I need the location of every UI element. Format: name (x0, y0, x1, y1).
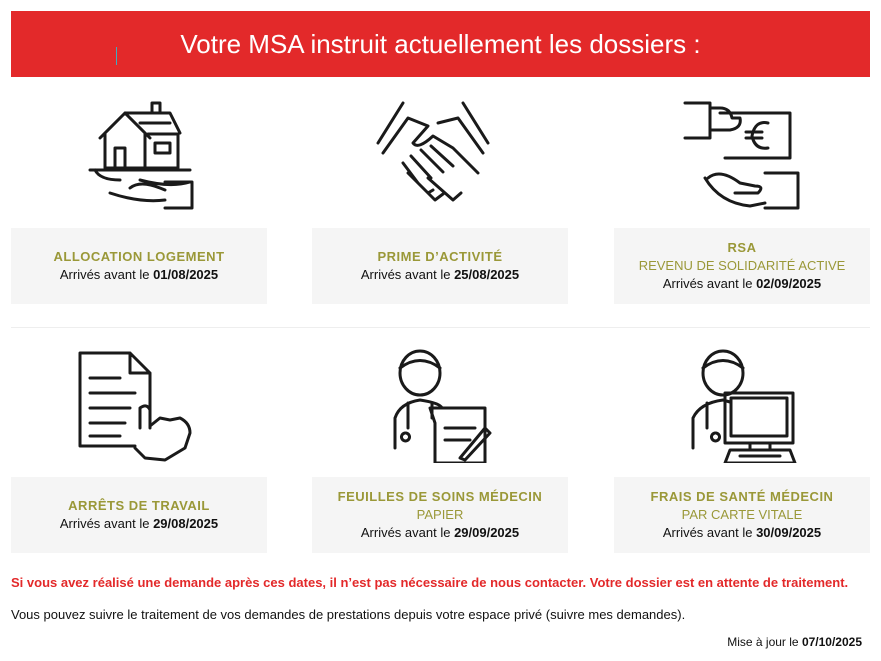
card-frais-sante: FRAIS DE SANTÉ MÉDECIN PAR CARTE VITALE … (614, 477, 870, 553)
card-date-line: Arrivés avant le 25/08/2025 (360, 267, 520, 282)
card-date-line: Arrivés avant le 02/09/2025 (662, 276, 822, 291)
doctor-paper-icon (380, 348, 500, 465)
divider (11, 327, 870, 328)
card-prime-activite: PRIME D’ACTIVITÉ Arrivés avant le 25/08/… (312, 228, 568, 304)
text-cursor (116, 47, 117, 65)
card-title: RSA (727, 240, 757, 255)
card-subtitle: PAPIER (416, 507, 464, 522)
handshake-icon (373, 98, 493, 213)
house-in-hand-icon (80, 98, 200, 213)
card-title: PRIME D’ACTIVITÉ (377, 249, 503, 264)
card-allocation-logement: ALLOCATION LOGEMENT Arrivés avant le 01/… (11, 228, 267, 304)
card-title: ARRÊTS DE TRAVAIL (68, 498, 210, 513)
card-date-line: Arrivés avant le 30/09/2025 (662, 525, 822, 540)
update-date: Mise à jour le 07/10/2025 (727, 635, 862, 649)
card-arrets-travail: ARRÊTS DE TRAVAIL Arrivés avant le 29/08… (11, 477, 267, 553)
card-date-line: Arrivés avant le 29/09/2025 (360, 525, 520, 540)
card-rsa: RSA REVENU DE SOLIDARITÉ ACTIVE Arrivés … (614, 228, 870, 304)
card-date-line: Arrivés avant le 29/08/2025 (59, 516, 219, 531)
card-subtitle: PAR CARTE VITALE (681, 507, 803, 522)
doctor-computer-icon (685, 348, 805, 465)
page-title: Votre MSA instruit actuellement les doss… (180, 28, 701, 59)
warning-text: Si vous avez réalisé une demande après c… (11, 575, 849, 590)
card-subtitle: REVENU DE SOLIDARITÉ ACTIVE (638, 258, 846, 273)
card-title: ALLOCATION LOGEMENT (53, 249, 225, 264)
document-hand-icon (75, 348, 195, 463)
card-title: FEUILLES DE SOINS MÉDECIN (337, 489, 543, 504)
card-feuilles-soins: FEUILLES DE SOINS MÉDECIN PAPIER Arrivés… (312, 477, 568, 553)
info-text: Vous pouvez suivre le traitement de vos … (11, 607, 686, 622)
euro-hand-icon (680, 98, 800, 213)
card-date-line: Arrivés avant le 01/08/2025 (59, 267, 219, 282)
card-title: FRAIS DE SANTÉ MÉDECIN (650, 489, 834, 504)
header-banner: Votre MSA instruit actuellement les doss… (11, 11, 870, 77)
